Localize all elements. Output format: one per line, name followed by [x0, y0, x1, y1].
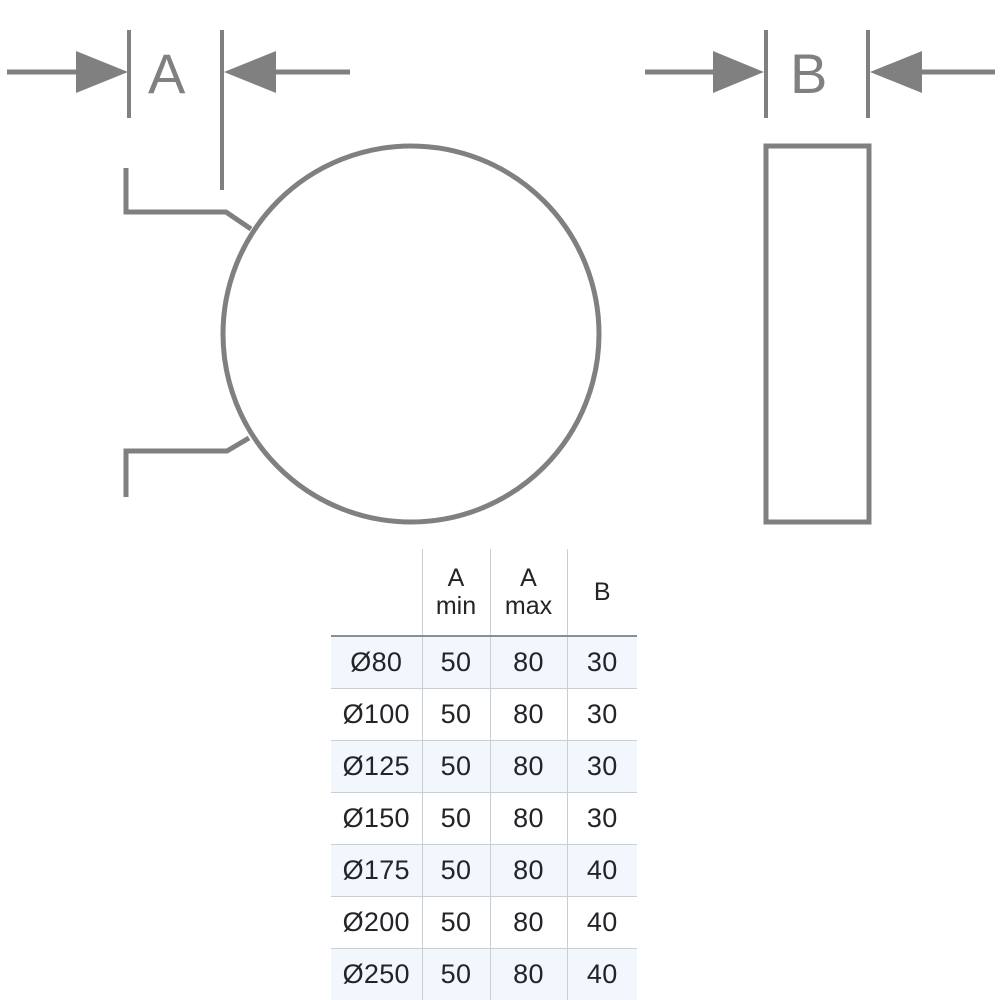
leader-line-upper	[123, 168, 253, 232]
cell-b: 30	[566, 740, 637, 793]
cell-a-min: 50	[421, 948, 490, 1000]
cell-a-min: 50	[421, 792, 490, 845]
dimension-label-a: A	[148, 42, 186, 105]
cell-a-max: 80	[489, 688, 567, 741]
cell-size: Ø150	[331, 792, 422, 845]
cell-a-min: 50	[421, 896, 490, 949]
cell-a-max: 80	[489, 948, 567, 1000]
column-header-a-max-line2: max	[504, 592, 553, 620]
column-header-a-min: A min	[421, 549, 490, 636]
cell-a-min: 50	[421, 688, 490, 741]
cell-a-min: 50	[421, 740, 490, 793]
cell-size: Ø80	[331, 636, 422, 689]
cell-a-max: 80	[489, 740, 567, 793]
cell-a-min: 50	[421, 636, 490, 689]
cell-a-min: 50	[421, 844, 490, 897]
dimension-arrow-a-left	[7, 51, 128, 93]
column-header-size	[331, 549, 422, 636]
table-header-row: A min A max B	[331, 549, 637, 636]
column-header-a-max: A max	[489, 549, 567, 636]
cell-b: 40	[566, 948, 637, 1000]
cell-size: Ø125	[331, 740, 422, 793]
cell-b: 30	[566, 636, 637, 689]
cell-size: Ø175	[331, 844, 422, 897]
arrow-head-b-left-icon	[713, 51, 764, 93]
front-view-circle	[220, 143, 602, 525]
cell-b: 40	[566, 896, 637, 949]
column-header-a-min-line1: A	[447, 564, 465, 592]
cell-a-max: 80	[489, 636, 567, 689]
leader-line-lower	[123, 435, 251, 497]
dimension-arrow-b-right	[870, 51, 995, 93]
cell-size: Ø100	[331, 688, 422, 741]
dimension-arrow-a-right	[224, 51, 350, 93]
dimension-arrow-b-left	[645, 51, 764, 93]
arrow-head-a-left-icon	[76, 51, 128, 93]
column-header-b-line1: B	[593, 578, 611, 606]
arrow-head-a-right-icon	[224, 51, 276, 93]
dimension-label-b: B	[790, 42, 828, 105]
table-header: A min A max B	[331, 549, 637, 636]
side-view-rectangle	[763, 143, 872, 525]
cell-b: 30	[566, 688, 637, 741]
cell-size: Ø250	[331, 948, 422, 1000]
cell-b: 30	[566, 792, 637, 845]
column-header-a-min-line2: min	[435, 592, 477, 620]
arrow-head-b-right-icon	[870, 51, 922, 93]
cell-b: 40	[566, 844, 637, 897]
column-header-b: B	[566, 549, 637, 636]
cell-a-max: 80	[489, 844, 567, 897]
column-header-a-max-line1: A	[520, 564, 537, 592]
cell-a-max: 80	[489, 896, 567, 949]
cell-a-max: 80	[489, 792, 567, 845]
cell-size: Ø200	[331, 896, 422, 949]
